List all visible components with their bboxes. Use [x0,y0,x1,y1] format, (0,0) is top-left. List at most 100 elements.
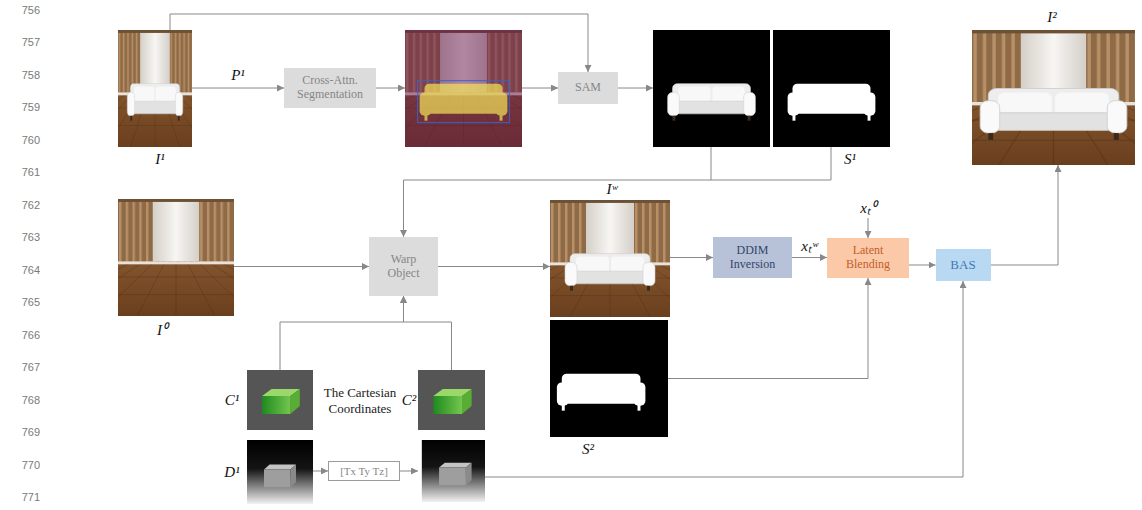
illustration-part [550,320,668,437]
line-number: 769 [22,426,40,438]
line-number: 762 [22,199,40,211]
image-label: S¹ [844,151,856,168]
connector-arrow [668,278,868,379]
arrow-line [522,88,558,89]
output-image [836,30,1142,165]
box-label: BAS [950,258,975,273]
connector-arrow [404,296,452,370]
box-label: Latent Blending [832,244,904,272]
illustration-part [127,84,183,121]
coordinate-image [418,370,485,430]
illustration-part [247,370,313,430]
image-label: S² [582,441,594,458]
edge-label: xₜʷ [799,235,820,255]
mask-image [773,30,890,147]
image-label: I¹ [155,151,165,168]
line-number: 765 [22,296,40,308]
parameter-box: [Tx Ty Tz] [328,461,400,482]
line-number: 771 [22,491,40,503]
connector-arrow [404,147,832,237]
process-box: DDIM Inversion [713,237,792,278]
illustration-part [557,374,646,411]
image-node: D¹ [247,440,313,504]
illustration-part [788,84,876,121]
connector-arrow [909,265,936,266]
illustration-part [668,84,756,121]
illustration-part [980,89,1127,140]
box-label: Warp Object [374,253,433,281]
connector-arrow [670,257,713,258]
box-label: DDIM Inversion [718,244,787,272]
illustration-part [247,440,313,504]
math-symbol: xₜ⁰ [860,197,876,217]
image-node: I² [972,30,1135,165]
illustration-part [422,438,489,502]
illustration-part [405,30,522,147]
line-number: 768 [22,394,40,406]
connector-arrow [991,165,1059,265]
illustration-part [21,199,330,316]
depth-image [422,438,489,502]
process-box: Warp Object [369,237,438,296]
image-node: Iʷ [550,200,670,317]
line-number: 766 [22,329,40,341]
image-label: D¹ [224,464,239,481]
connector-arrow [438,266,550,267]
connector-arrow [192,88,284,89]
illustration-part [980,89,1127,140]
line-number: 760 [22,134,40,146]
illustration-part [418,81,510,123]
illustration-part [773,30,890,147]
image-label: I² [1047,9,1057,26]
line-number: 757 [22,36,40,48]
box-label: SAM [575,81,601,95]
caption-text: The Cartesian Coordinates [314,385,406,416]
line-number: 761 [22,166,40,178]
box-label: [Tx Ty Tz] [340,465,388,478]
illustration-part [836,30,1142,165]
illustration-part [420,84,508,121]
connector-arrow [234,266,369,267]
line-number: 756 [22,4,40,16]
mask-image [550,320,668,437]
image-label: C¹ [225,392,240,409]
image-label: C² [402,392,417,409]
process-box: Latent Blending [827,238,909,278]
layout-lines [375,88,963,477]
arrow-line [400,471,418,472]
image-label: Iʷ [607,181,618,198]
illustration-part [557,374,646,411]
connector-arrow [170,14,588,72]
coordinate-image [247,370,313,430]
depth-image [247,440,313,504]
merge-line [711,147,712,180]
connector-arrow [792,257,827,258]
box-label: Cross-Attn. Segmentation [289,74,371,102]
image-node: C¹ [247,370,313,430]
connector-arrow [618,88,653,89]
image-node: C² [418,370,485,430]
line-number: 759 [22,101,40,113]
arrow-line [868,218,869,238]
image-node: I¹ [118,30,192,147]
illustration-part [418,370,485,430]
process-box: BAS [936,249,991,281]
line-number: 767 [22,361,40,373]
image-node: I⁰ [118,199,234,316]
arrow-line [375,88,405,89]
connector-arrow [313,470,328,471]
image-node: S² [550,320,668,437]
line-number: 764 [22,264,40,276]
process-box: Cross-Attn. Segmentation [284,68,376,108]
line-number: 758 [22,69,40,81]
illustration-part [422,438,489,502]
image-node: S¹ [653,30,890,147]
illustration-part [565,254,655,291]
process-box: SAM [558,72,618,104]
object-image [653,30,770,147]
image-label: I⁰ [157,319,167,339]
illustration-part [653,30,770,147]
edge-label: P¹ [229,67,247,84]
